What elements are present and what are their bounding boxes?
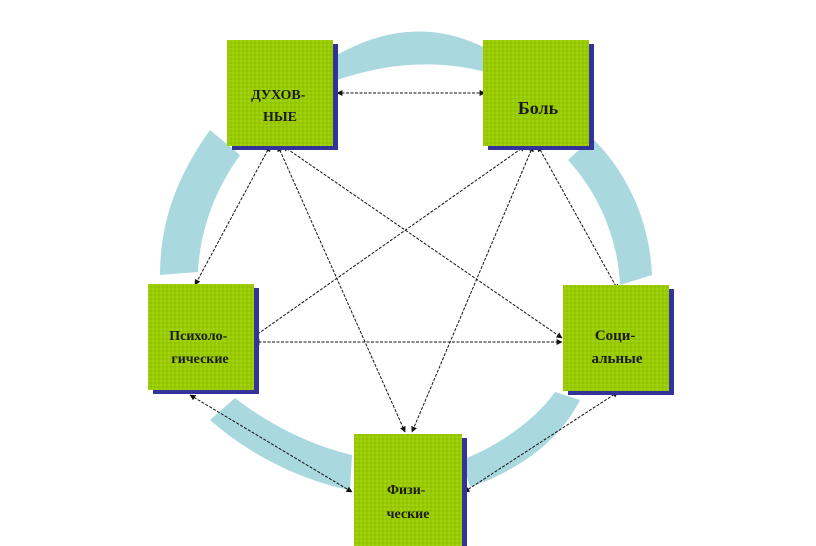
ring-segment-top	[337, 31, 485, 81]
node-psychological: Психоло- гические	[148, 284, 259, 394]
link-spiritual-psychological	[194, 145, 271, 286]
node-label-line: ческие	[387, 507, 430, 522]
ring-segment-left	[160, 130, 240, 275]
node-physical: Физи- ческие	[354, 434, 467, 546]
node-label-line: НЫЕ	[263, 110, 297, 125]
node-spiritual: ДУХОВ- НЫЕ	[227, 40, 338, 150]
node-label: Боль	[518, 98, 559, 118]
link-spiritual-social	[282, 145, 563, 339]
link-pain-physical	[411, 145, 534, 433]
node-social: Соци- альные	[563, 285, 674, 395]
node-label-line: Соци-	[595, 328, 636, 344]
link-pain-social	[537, 145, 619, 291]
node-label-line: ДУХОВ-	[251, 88, 306, 103]
link-social-physical	[463, 391, 619, 493]
node-label-line: альные	[592, 351, 643, 367]
node-label-line: гические	[171, 352, 228, 367]
ring-segment-bottom-right	[462, 392, 580, 487]
ring-segment-bottom-left	[210, 398, 352, 490]
node-label: Психоло- гические	[169, 329, 230, 367]
node-label-line: Психоло-	[169, 329, 227, 344]
node-label: Физи- ческие	[387, 483, 430, 522]
link-pain-psychological	[251, 145, 526, 339]
node-label: Соци- альные	[592, 328, 643, 367]
node-label-line: Физи-	[387, 483, 426, 498]
node-label: ДУХОВ- НЫЕ	[251, 88, 309, 125]
links	[189, 90, 619, 493]
node-label-line: Боль	[518, 98, 559, 118]
ring-segment-right	[568, 138, 652, 285]
link-spiritual-physical	[277, 145, 406, 433]
node-pain: Боль	[483, 40, 594, 150]
